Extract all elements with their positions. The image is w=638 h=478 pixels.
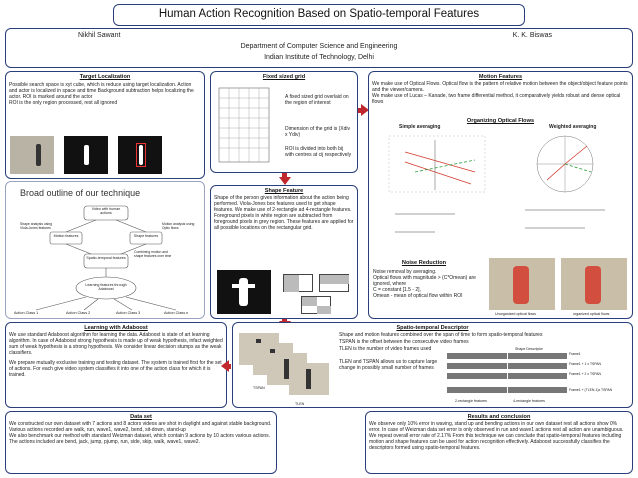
section-text-2: ROI is the only region processed, rest a… — [9, 100, 118, 106]
noise-text-4: Omean - mean of optical flow within ROI — [373, 293, 463, 299]
unorganized-flow-image — [489, 258, 555, 310]
dataset-text-2: We also benchmark our method with standa… — [9, 433, 271, 445]
dataset-text-1: We constructed our own dataset with 7 ac… — [9, 421, 272, 433]
node-class-n: Action Class n — [164, 311, 189, 315]
node-class-2: Action Class 2 — [66, 311, 91, 315]
dataset-panel: Data set We constructed our own dataset … — [5, 411, 277, 474]
arrow-left-icon — [221, 360, 229, 372]
grid-text-1: A fixed sized grid overlaid on the regio… — [285, 94, 349, 106]
organized-flow-image — [561, 258, 627, 310]
spatio-text-2: TSPAN is the offset between the consecut… — [339, 339, 469, 345]
section-title: Shape Feature — [264, 188, 304, 194]
shape-descriptor-label: Shape Descriptor — [515, 347, 543, 351]
target-localization-panel: Target Localization Possible search spac… — [5, 71, 205, 179]
grid-figure — [218, 87, 270, 163]
section-title: Fixed sized grid — [262, 74, 306, 80]
arrow-down-icon — [279, 177, 291, 185]
section-title: Data set — [130, 414, 152, 420]
grid-text-2: Dimension of the grid is (Xdiv x Ydiv) — [285, 126, 351, 138]
broad-outline-panel: Broad outline of our technique Video wit… — [5, 181, 205, 319]
organized-caption: organized optical flows — [573, 312, 610, 316]
outline-title: Broad outline of our technique — [20, 188, 141, 198]
frame-stack-figure — [239, 333, 335, 399]
frame3-label: Frame1 + (TLEN-1)x TSPAN — [569, 388, 613, 392]
node-spatio-temporal: Spatio-temporal features — [86, 256, 126, 260]
node-video: Video with human actions — [91, 207, 121, 215]
learning-text-2: We prepare mutually exclusive training a… — [9, 360, 222, 378]
weighted-averaging-figure — [536, 135, 594, 193]
formula-area — [395, 209, 605, 233]
foreground-mask-image — [64, 136, 108, 174]
two-rect-feature-vertical — [319, 274, 349, 292]
motion-text-1: We make use of Optical Flows. Optical fl… — [372, 81, 628, 93]
node-right-note: Motion analysis using Optic flows — [162, 222, 195, 230]
weighted-averaging-label: Weighted averaging — [549, 124, 597, 130]
node-combining: Combining motion and shape features over… — [134, 250, 172, 258]
section-text: Possible search space is xyt cube, which… — [9, 82, 194, 100]
arrow-right-icon — [361, 104, 369, 116]
author-right: K. K. Biswas — [512, 32, 552, 39]
unorganized-caption: Unorganized optical flows — [495, 312, 536, 316]
section-title: Results and conclusion — [467, 414, 531, 420]
authors-banner: Nikhil Sawant K. K. Biswas Department of… — [5, 28, 633, 68]
node-class-1: Action Class 1 — [14, 311, 39, 315]
spatio-temporal-panel: Spatio-temporal Descriptor Shape and mot… — [232, 322, 633, 408]
section-title: Learning with Adaboost — [84, 325, 148, 331]
simple-averaging-label: Simple averaging — [399, 124, 441, 130]
noise-text-1: Noise removal by averaging. — [373, 269, 437, 275]
motion-text-2: We make use of Lucas – Kanade, two frame… — [372, 93, 621, 105]
two-rect-caption: 2-rectangle features — [455, 399, 487, 403]
frame2-label: Frame1 + 2 x TSPAN — [569, 372, 602, 376]
frame0-label: Frame1 — [569, 352, 581, 356]
noise-reduction-title: Noise Reduction — [401, 260, 447, 266]
node-class-3: Action Class 3 — [116, 311, 141, 315]
simple-averaging-figure — [388, 135, 486, 193]
four-rect-caption: 4-rectangle features — [513, 399, 545, 403]
spatio-text-3: TLEN is the number of video frames used — [339, 346, 432, 352]
two-rect-feature — [283, 274, 313, 292]
fixed-grid-panel: Fixed sized grid A fixed sized grid over… — [210, 71, 358, 173]
arrow-stem — [282, 173, 287, 178]
node-motion-features: Motion features — [53, 234, 79, 238]
title-banner: Human Action Recognition Based on Spatio… — [113, 4, 525, 26]
video-frame-image — [10, 136, 54, 174]
noise-text-2: Optical flows with magnitude > (C*Omean)… — [373, 275, 476, 287]
spatio-text-4: TLEN and TSPAN allows us to capture larg… — [339, 359, 438, 371]
tspan-label: TSPAN — [253, 386, 265, 390]
outline-flowchart — [35, 205, 177, 311]
author-left: Nikhil Sawant — [78, 32, 121, 39]
node-shape-features: Shape features — [133, 234, 159, 238]
spatio-text-1: Shape and motion features combined over … — [339, 332, 543, 338]
arrow-stem — [358, 108, 362, 113]
section-text: Shape of the person gives information ab… — [214, 195, 354, 231]
section-title: Motion Features — [478, 74, 523, 80]
noise-text-3: C = constant [1.5 - 2], — [373, 287, 421, 293]
department: Department of Computer Science and Engin… — [240, 43, 398, 50]
poster-title: Human Action Recognition Based on Spatio… — [158, 8, 480, 20]
results-text: We observe only 10% error in waving, sta… — [369, 421, 624, 451]
tlen-label: TLEN — [295, 402, 305, 406]
learning-panel: Learning with Adaboost We use standard A… — [5, 322, 227, 408]
shape-mask-image — [217, 270, 271, 314]
descriptor-bars — [447, 353, 567, 395]
section-title: Target Localization — [79, 74, 131, 80]
frame1-label: Frame1 + 1 x TSPAN — [569, 362, 602, 366]
roi-mask-image — [118, 136, 162, 174]
learning-text-1: We use standard Adaboost algorithm for l… — [9, 332, 223, 356]
section-title: Spatio-temporal Descriptor — [396, 325, 469, 331]
institute: Indian Institute of Technology, Delhi — [264, 54, 374, 61]
node-learning: Learning features through Adaboost — [85, 283, 127, 291]
shape-feature-panel: Shape Feature Shape of the person gives … — [210, 185, 358, 319]
node-left-note: Shape analysis using Viola-Jones feature… — [20, 222, 53, 230]
organizing-title: Organizing Optical Flows — [466, 118, 535, 124]
grid-text-3: ROI is divided into both bij with centre… — [285, 146, 352, 158]
motion-features-panel: Motion Features We make use of Optical F… — [368, 71, 633, 319]
four-rect-feature — [301, 296, 331, 314]
results-panel: Results and conclusion We observe only 1… — [365, 411, 633, 474]
